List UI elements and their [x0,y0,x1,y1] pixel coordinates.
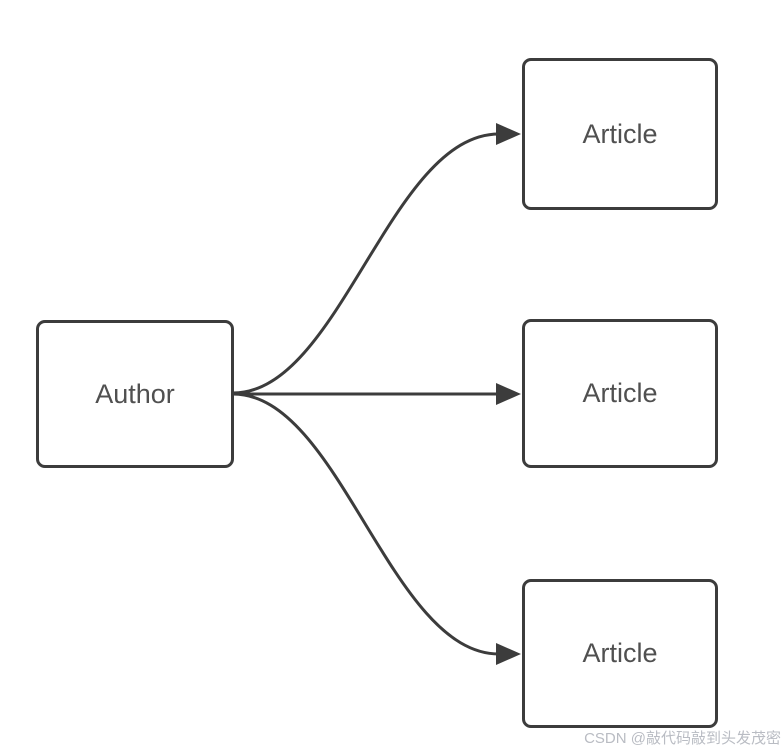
arrowhead-icon [496,643,521,665]
edge-author-article-3 [231,392,521,665]
arrowhead-icon [496,383,521,405]
edge-author-article-1 [231,123,521,395]
arrowhead-icon [496,123,521,145]
edge-author-article-2 [231,383,521,405]
node-author: Author [36,320,234,468]
node-article-1: Article [522,58,718,210]
edge-curve-up [231,132,501,395]
node-article-3: Article [522,579,718,728]
watermark: CSDN @敲代码敲到头发茂密 [584,730,781,747]
node-article-1-label: Article [582,118,658,149]
edge-curve-down [231,392,501,656]
node-article-3-label: Article [582,638,658,668]
node-author-label: Author [95,378,175,409]
node-article-2: Article [522,319,718,468]
node-article-2-label: Article [582,378,658,408]
